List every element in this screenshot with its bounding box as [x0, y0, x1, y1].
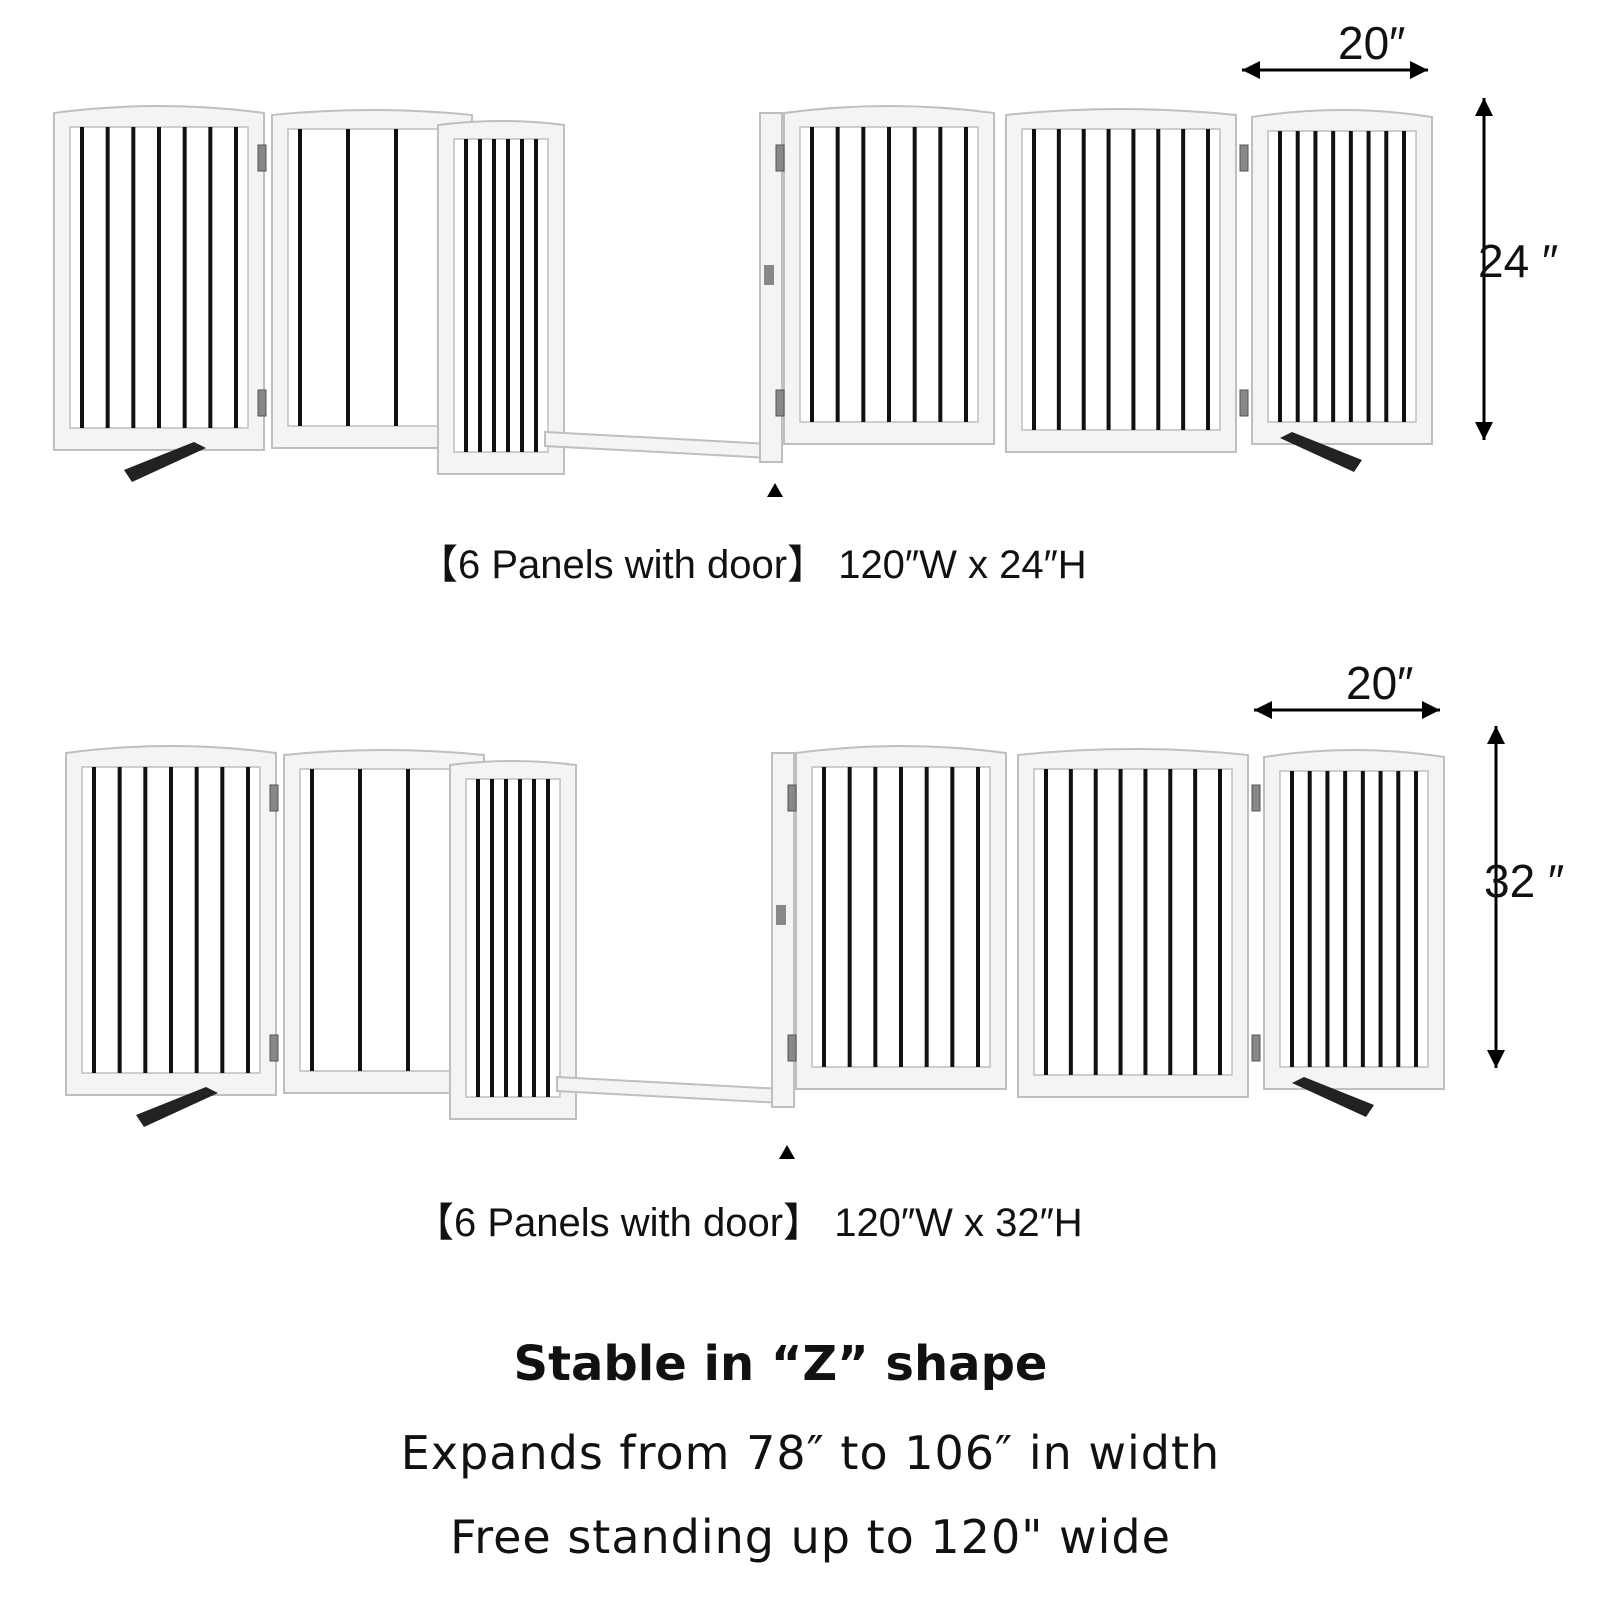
- top-panel-width-label: 20″: [1338, 17, 1406, 69]
- feature-line-expands: Expands from 78″ to 106″ in width: [400, 1426, 1221, 1480]
- bottom-height-label: 32 ″: [1484, 855, 1565, 907]
- hinge: [1251, 1034, 1261, 1062]
- door-post: [771, 752, 795, 1108]
- support-foot: [124, 442, 206, 482]
- gate-panel: [437, 120, 565, 475]
- arrow-head: [1475, 98, 1493, 116]
- gate-panel: [1263, 749, 1445, 1090]
- hinge: [257, 144, 267, 172]
- hinge: [269, 784, 279, 812]
- panel-opening: [1021, 128, 1221, 431]
- door-post: [759, 112, 783, 463]
- panel-opening: [287, 128, 457, 427]
- door-marker: [779, 1145, 795, 1159]
- gate-panel: [795, 745, 1007, 1090]
- hinge: [257, 389, 267, 417]
- bottom-panel-width-label: 20″: [1346, 657, 1414, 709]
- gate-panel: [1005, 108, 1237, 453]
- hinge: [775, 144, 785, 172]
- top-gate-illustration: [53, 61, 1493, 497]
- hinge: [1239, 144, 1249, 172]
- support-foot: [1292, 1077, 1374, 1117]
- bottom-gate-figure: 20″ 32 ″ 【6 Panels with door】 120″W x 32…: [0, 640, 1601, 1245]
- arrow-head: [1242, 61, 1260, 79]
- feature-headline: Stable in “Z” shape: [513, 1336, 1048, 1392]
- hinge: [775, 389, 785, 417]
- gate-panel: [783, 105, 995, 445]
- hinge: [787, 784, 797, 812]
- panel-opening: [1033, 768, 1233, 1076]
- arrow-head: [1254, 701, 1272, 719]
- arrow-head: [1422, 701, 1440, 719]
- gate-panel: [1017, 748, 1249, 1098]
- arrow-head: [1475, 422, 1493, 440]
- top-caption: 【6 Panels with door】 120″W x 24″H: [418, 543, 1087, 587]
- door-marker: [767, 483, 783, 497]
- gate-panel: [1251, 109, 1433, 445]
- bottom-gate-illustration: [65, 701, 1505, 1159]
- door-latch: [764, 265, 774, 285]
- panel-opening: [465, 778, 561, 1098]
- hinge: [1251, 784, 1261, 812]
- gate-panel: [449, 760, 577, 1120]
- arrow-head: [1410, 61, 1428, 79]
- hinge: [1239, 389, 1249, 417]
- panel-opening: [1279, 770, 1429, 1068]
- feature-line-free-standing: Free standing up to 120" wide: [450, 1510, 1171, 1564]
- gate-panel: [65, 745, 277, 1096]
- support-foot: [136, 1087, 218, 1127]
- door-base-bar: [544, 430, 771, 460]
- support-foot: [1280, 432, 1362, 472]
- top-gate-figure: 20″ 24 ″ 【6 Panels with door】 120″W x 24…: [0, 0, 1601, 600]
- hinge: [787, 1034, 797, 1062]
- arrow-head: [1487, 1050, 1505, 1068]
- bottom-caption: 【6 Panels with door】 120″W x 32″H: [414, 1201, 1083, 1245]
- door-latch: [776, 905, 786, 925]
- panel-opening: [1267, 130, 1417, 423]
- panel-opening: [453, 138, 549, 453]
- top-height-label: 24 ″: [1478, 235, 1559, 287]
- gate-panel: [53, 105, 265, 451]
- door-base-bar: [556, 1075, 783, 1105]
- hinge: [269, 1034, 279, 1062]
- arrow-head: [1487, 726, 1505, 744]
- panel-opening: [299, 768, 469, 1072]
- gate-panel: [283, 749, 485, 1094]
